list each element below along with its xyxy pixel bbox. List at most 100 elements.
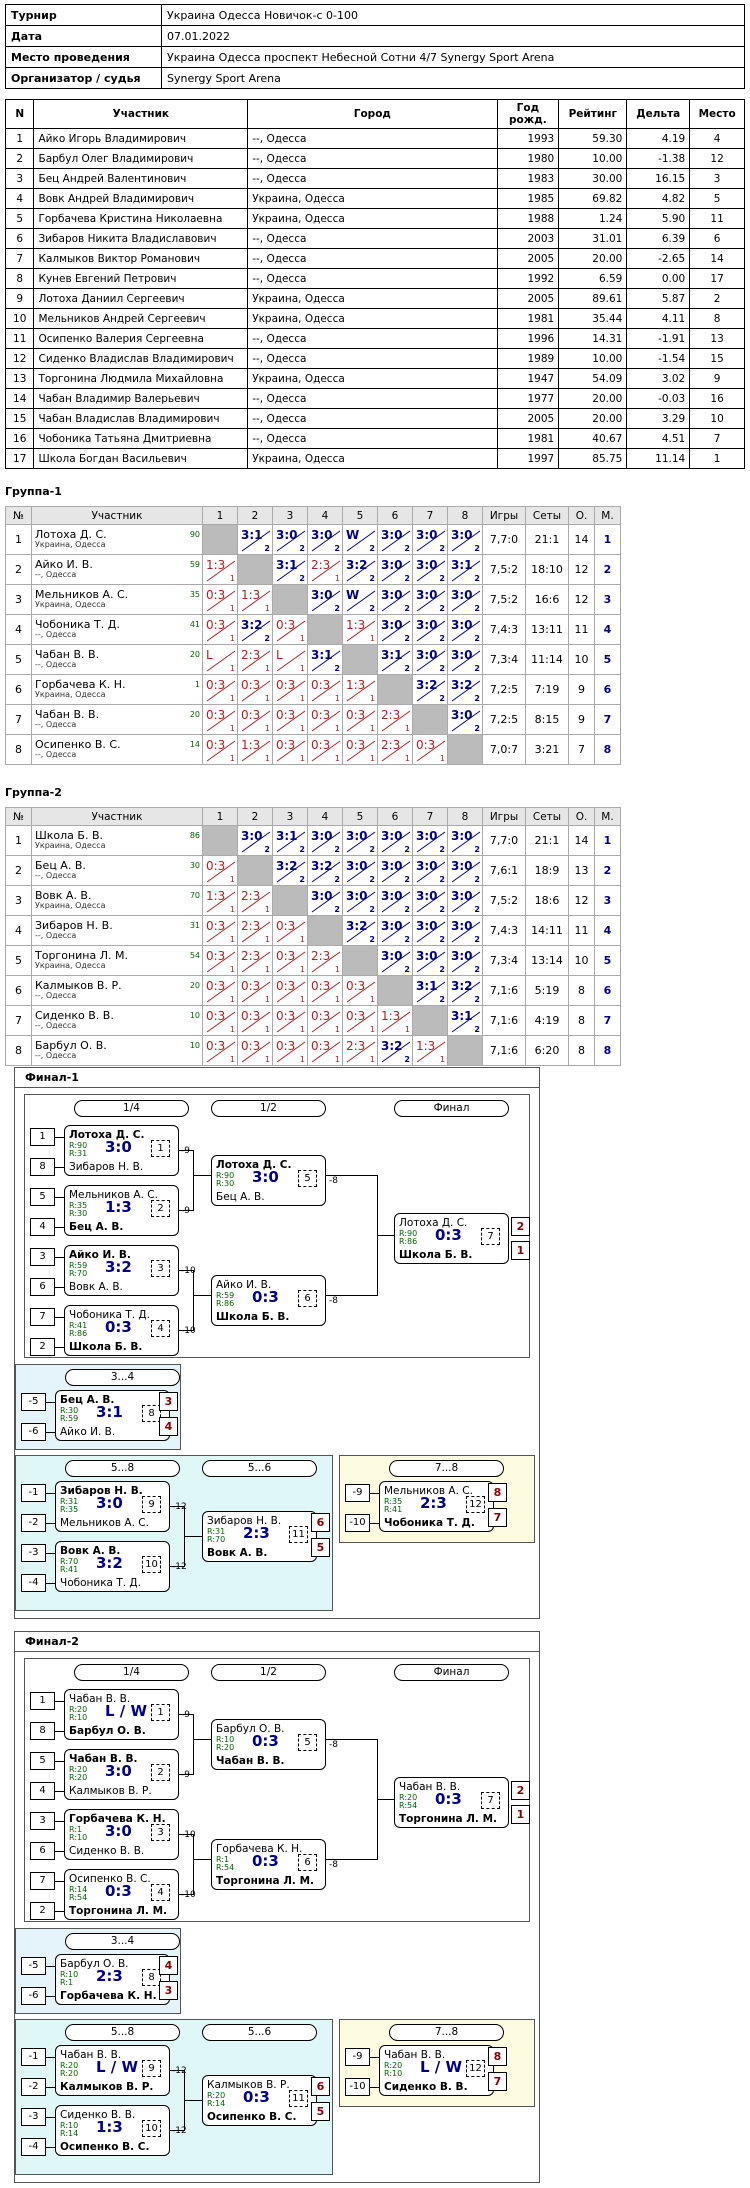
table-cell: 1985 <box>496 188 560 209</box>
match-score: 3:0 <box>252 1168 279 1186</box>
table-cell: Калмыков Виктор Романович <box>33 248 249 269</box>
score-value: 3:1 <box>241 528 263 542</box>
player-1: Горбачева К. Н. <box>69 1813 166 1825</box>
player-2-rating: R:20 <box>216 1743 235 1752</box>
table-cell: 1989 <box>496 348 560 369</box>
table-cell: -1.91 <box>626 328 691 349</box>
loser-destination: -8 <box>329 1740 338 1750</box>
match-points: 2 <box>334 664 340 673</box>
table-cell: 4 <box>4 188 35 209</box>
score-value: 3:0 <box>451 648 473 662</box>
participant-name: Торгонина Л. М. <box>35 949 128 963</box>
games-cell: 7,2:5 <box>482 674 526 705</box>
match-points: 2 <box>474 694 480 703</box>
score-value: 2:3 <box>241 648 261 662</box>
diagonal-cell <box>307 915 343 946</box>
column-header: Дельта <box>626 99 691 129</box>
column-header: 2 <box>237 807 273 826</box>
match-points: 1 <box>334 965 340 974</box>
row-number: 8 <box>5 1035 32 1066</box>
row-number: 2 <box>5 554 32 585</box>
player-2-rating: R:86 <box>216 1299 235 1308</box>
score-value: 3:0 <box>416 919 438 933</box>
match-number: 8 <box>142 1405 161 1422</box>
result-place: 3 <box>159 1981 178 2000</box>
seed-box: 1 <box>30 1692 55 1710</box>
table-cell: 17 <box>4 448 35 469</box>
score-value: 1:3 <box>346 678 366 692</box>
games-cell: 7,4:3 <box>482 915 526 946</box>
table-cell: --, Одесса <box>247 408 498 429</box>
player-1: Горбачева К. Н. <box>216 1843 303 1855</box>
score-value: 1:3 <box>346 618 366 632</box>
score-value: 0:3 <box>206 1039 226 1053</box>
rating: 10 <box>189 1011 200 1021</box>
player-2-rating: R:14 <box>207 2099 226 2108</box>
player-2-rating: R:10 <box>69 1833 88 1842</box>
match-number: 7 <box>481 1228 500 1245</box>
match-number: 7 <box>481 1792 500 1809</box>
match-points: 2 <box>404 544 410 553</box>
match-number: 4 <box>151 1884 170 1901</box>
match-points: 1 <box>264 664 270 673</box>
loser-destination: -8 <box>329 1296 338 1306</box>
score-value: 3:0 <box>311 528 333 542</box>
points-cell: 11 <box>568 915 595 946</box>
match-points: 2 <box>404 905 410 914</box>
participant-name: Чабан В. В. <box>35 648 100 662</box>
match-points: 2 <box>299 574 305 583</box>
bracket-line <box>55 1167 64 1168</box>
match-points: 2 <box>369 845 375 854</box>
match-points: 2 <box>474 905 480 914</box>
place-cell: 7 <box>594 704 621 735</box>
result-place: 8 <box>488 2047 507 2066</box>
round-label: 1/2 <box>211 1100 326 1117</box>
match-points: 2 <box>474 875 480 884</box>
match-points: 1 <box>439 1055 445 1064</box>
score-value: 3:0 <box>416 829 438 843</box>
match-points: 1 <box>369 1055 375 1064</box>
participant-city: Украина, Одесса <box>35 841 106 851</box>
match-points: 1 <box>264 694 270 703</box>
points-cell: 10 <box>568 644 595 675</box>
player-1: Зибаров Н. В. <box>60 1485 143 1497</box>
diagonal-cell <box>237 855 273 886</box>
sets-cell: 13:14 <box>525 945 569 976</box>
score-value: 3:0 <box>381 528 403 542</box>
player-2-rating: R:70 <box>69 1269 88 1278</box>
loser-destination: -12 <box>172 1562 187 1572</box>
match-score: 0:3 <box>243 2088 270 2106</box>
match-number: 12 <box>466 2060 485 2077</box>
column-header: Игры <box>482 807 526 826</box>
loser-destination: -12 <box>172 2126 187 2136</box>
bracket-line <box>55 1137 64 1138</box>
table-cell: Школа Богдан Васильевич <box>33 448 249 469</box>
table-cell: 3.29 <box>626 408 691 429</box>
participant-city: Украина, Одесса <box>35 600 106 610</box>
